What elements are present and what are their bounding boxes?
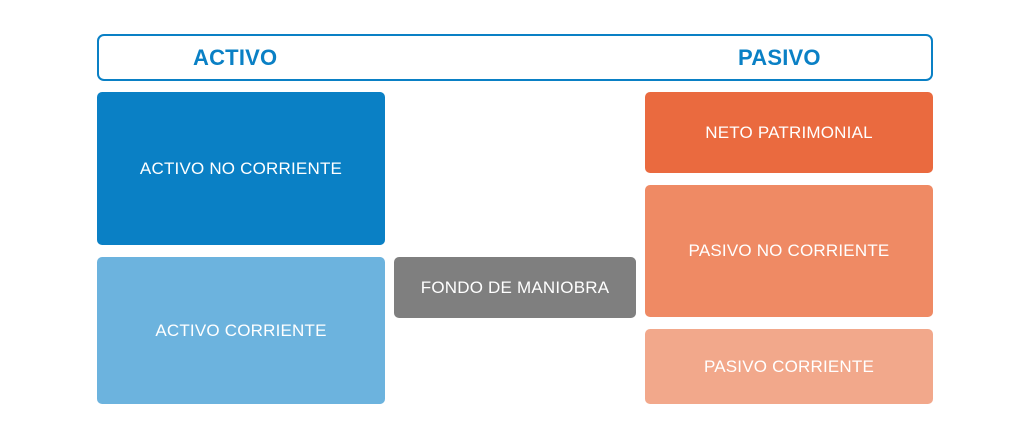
fondo-de-maniobra-block: FONDO DE MANIOBRA [394,257,636,318]
activo-corriente-block: ACTIVO CORRIENTE [97,257,385,404]
pasivo-no-corriente-block: PASIVO NO CORRIENTE [645,185,933,317]
pasivo-no-corriente-label: PASIVO NO CORRIENTE [688,241,890,260]
activo-corriente-label: ACTIVO CORRIENTE [155,320,327,340]
balance-header: ACTIVO PASIVO [97,34,933,81]
neto-patrimonial-label: NETO PATRIMONIAL [705,122,873,142]
pasivo-corriente-block: PASIVO CORRIENTE [645,329,933,404]
pasivo-corriente-label: PASIVO CORRIENTE [703,356,875,376]
neto-patrimonial-block: NETO PATRIMONIAL [645,92,933,173]
activo-no-corriente-block: ACTIVO NO CORRIENTE [97,92,385,245]
activo-no-corriente-label: ACTIVO NO CORRIENTE [139,158,343,178]
header-activo-label: ACTIVO [193,45,278,70]
header-pasivo-label: PASIVO [738,45,821,70]
fondo-de-maniobra-label: FONDO DE MANIOBRA [420,277,610,297]
